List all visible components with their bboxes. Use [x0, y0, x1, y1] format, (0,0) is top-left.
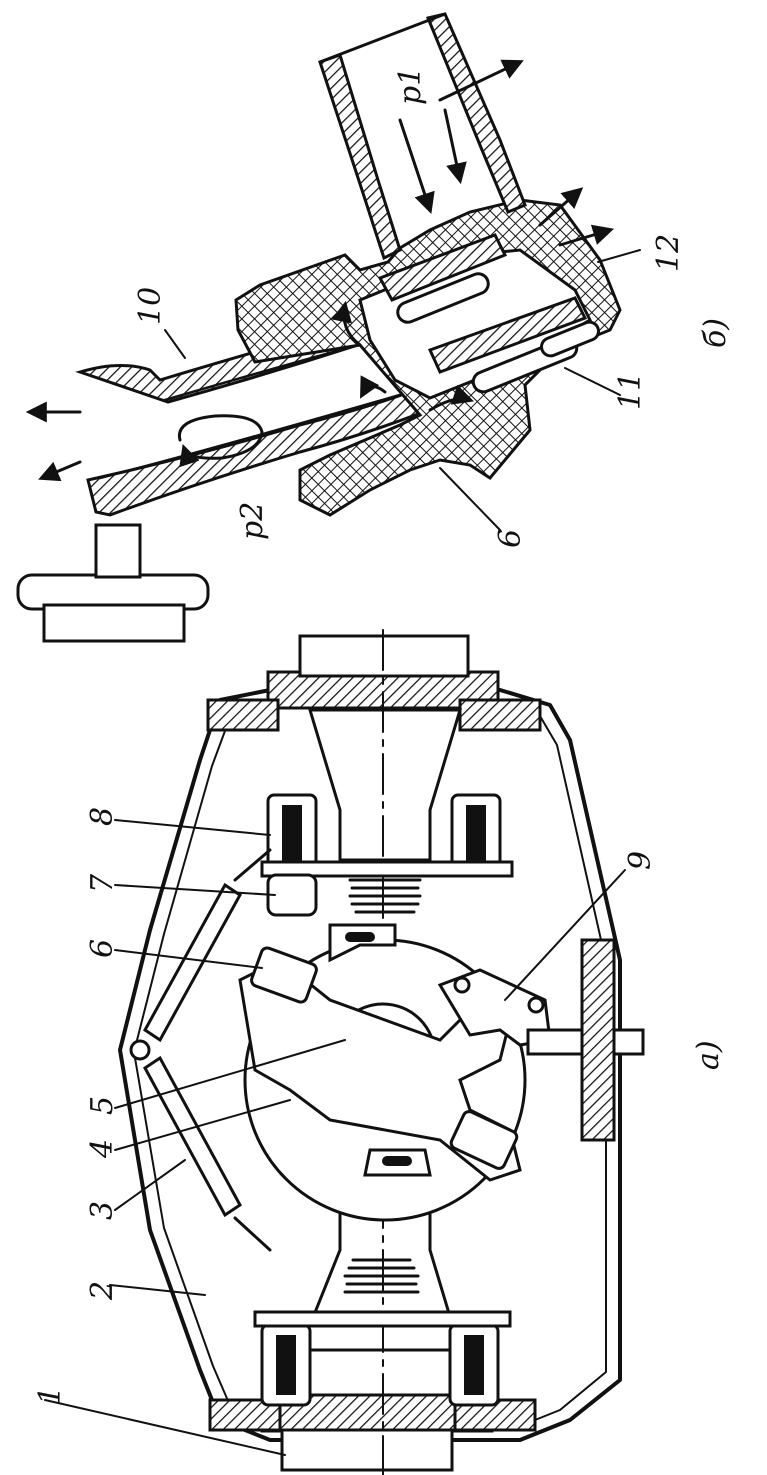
top-plate	[260, 860, 514, 878]
spring-lower-link	[233, 1216, 272, 1252]
leader-8	[114, 819, 271, 836]
label-11: 11	[613, 372, 648, 410]
outlet-pipe-bore-2	[98, 390, 412, 480]
leader-10	[164, 329, 186, 359]
label-4: 4	[85, 1139, 120, 1159]
base-stem	[42, 603, 186, 643]
spring-upper	[143, 882, 242, 1043]
inlet-pipe-rim	[318, 12, 447, 64]
top-funnel	[307, 708, 463, 862]
label-12: 12	[651, 234, 686, 272]
lower-clip-slot	[382, 1156, 412, 1166]
label-p2: p2	[235, 502, 270, 540]
block-6	[250, 946, 318, 1004]
leader-1	[44, 1399, 286, 1456]
swirl-arrow	[177, 414, 264, 468]
leader-5	[114, 1039, 346, 1109]
label-7: 7	[85, 873, 120, 893]
leader-2	[109, 1284, 206, 1296]
outlet-pipe-bore	[163, 344, 357, 402]
leader-3	[114, 1159, 186, 1211]
side-arrow-1	[538, 187, 584, 227]
stem-post	[94, 523, 142, 579]
push-rod-bushing	[580, 938, 616, 1142]
sleeve-slot-1	[396, 272, 490, 324]
inlet-arrow-2	[443, 108, 467, 185]
spring-anchor	[129, 1039, 151, 1061]
flow-curl-2	[428, 384, 474, 412]
leader-12	[597, 249, 641, 263]
label-2: 2	[85, 1281, 120, 1301]
leader-9	[504, 869, 626, 1001]
upper-clip-slot	[345, 932, 375, 942]
label-3: 3	[85, 1201, 120, 1220]
valve-sleeve-11	[427, 296, 588, 374]
flow-curl-3	[360, 375, 387, 399]
coil-top-left-core	[282, 805, 302, 865]
leader-7	[114, 884, 276, 896]
relay-mechanism-a: 1 2 3 4 5 6 7 8 9 а)	[33, 629, 726, 1475]
outlet-arrow-2	[38, 460, 82, 482]
leader-6b	[439, 467, 501, 531]
coil-bottom-left-core	[276, 1335, 296, 1395]
cam-arm	[238, 958, 522, 1182]
label-6a: 6	[85, 939, 120, 958]
label-1: 1	[33, 1386, 68, 1405]
label-9: 9	[623, 851, 658, 870]
label-8: 8	[85, 807, 120, 826]
caption-b: б)	[698, 318, 733, 348]
block-lower	[449, 1110, 519, 1170]
coil-top-right-core	[466, 805, 486, 865]
inlet-pipe-wall-left	[318, 53, 402, 261]
valve-assembly-b: 10 11 12 6 p1 p2 б)	[16, 12, 733, 643]
caption-a: а)	[691, 1040, 726, 1070]
bottom-plate	[253, 1310, 512, 1328]
lever-pivot-1	[453, 976, 471, 994]
label-p1: p1	[393, 67, 428, 105]
spring-upper-link	[233, 848, 272, 882]
leader-4	[114, 1099, 291, 1151]
spring-lower	[143, 1055, 242, 1218]
flow-curl-1	[331, 300, 362, 347]
bottom-spring	[343, 1258, 420, 1294]
wall-hatch-tl	[206, 698, 280, 732]
lever-pivot-2	[527, 996, 545, 1014]
inlet-arrow-1	[398, 118, 435, 214]
top-spring	[348, 878, 422, 914]
leader-6a	[114, 949, 263, 969]
inlet-out-arrow	[438, 59, 524, 102]
side-arrow-2	[558, 224, 615, 247]
label-10: 10	[133, 287, 168, 325]
coil-bottom-right-core	[464, 1335, 484, 1395]
wall-hatch-tr	[458, 698, 542, 732]
bottom-cap-boss	[280, 1428, 454, 1472]
leader-11	[564, 367, 621, 396]
valve-sleeve-12	[377, 233, 508, 302]
label-5: 5	[85, 1096, 120, 1115]
inlet-pipe-wall-right	[425, 12, 527, 214]
sleeve-slot-3	[540, 320, 600, 358]
label-6b: 6	[493, 529, 528, 548]
